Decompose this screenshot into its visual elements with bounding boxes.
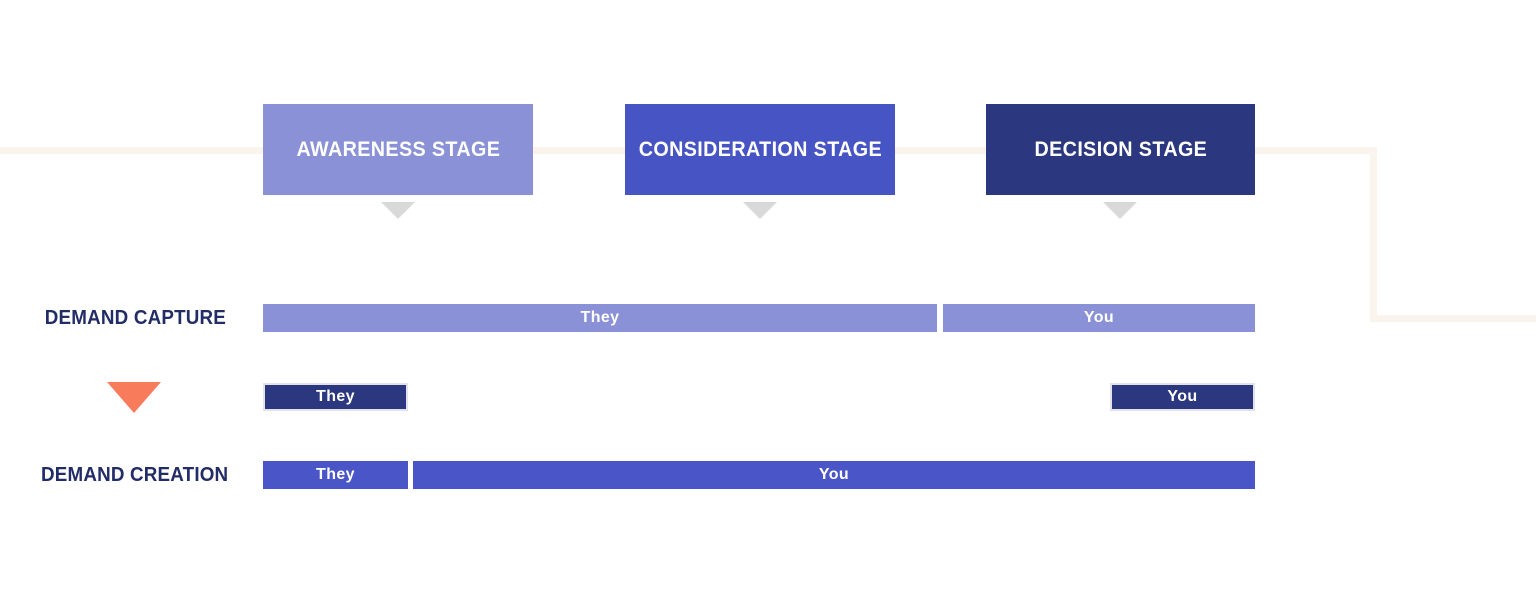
stage-box-consideration: CONSIDERATION STAGE [625, 104, 895, 195]
creation-bar-you: You [413, 461, 1255, 489]
demand-creation-label-text: DEMAND CREATION [41, 463, 229, 486]
stage-pointer-icon [381, 202, 415, 219]
creation-bar-they: They [263, 461, 408, 489]
capture-bar-you: You [943, 304, 1255, 332]
stage-label-decision: DECISION STAGE [1034, 137, 1207, 161]
transition-bar-you: You [1110, 383, 1255, 411]
bar-label: They [316, 388, 355, 405]
bar-label: You [1167, 388, 1198, 405]
stage-pointer-icon [743, 202, 777, 219]
demand-capture-label: DEMAND CAPTURE [20, 304, 250, 332]
capture-bar-they: They [263, 304, 937, 332]
bar-label: You [1083, 309, 1115, 326]
flow-line-horizontal-bottom [1370, 315, 1536, 322]
demand-capture-label-text: DEMAND CAPTURE [44, 306, 226, 329]
stage-label-consideration: CONSIDERATION STAGE [638, 137, 882, 161]
bar-label: You [818, 466, 850, 483]
stage-box-awareness: AWARENESS STAGE [263, 104, 533, 195]
stage-label-awareness: AWARENESS STAGE [296, 137, 500, 161]
bar-label: They [316, 466, 355, 483]
transition-bar-they: They [263, 383, 408, 411]
transition-down-arrow-icon [107, 382, 161, 413]
flow-line-vertical [1370, 147, 1377, 322]
stage-pointer-icon [1103, 202, 1137, 219]
stage-box-decision: DECISION STAGE [986, 104, 1255, 195]
bar-label: They [580, 309, 620, 326]
demand-creation-label: DEMAND CREATION [20, 461, 250, 489]
